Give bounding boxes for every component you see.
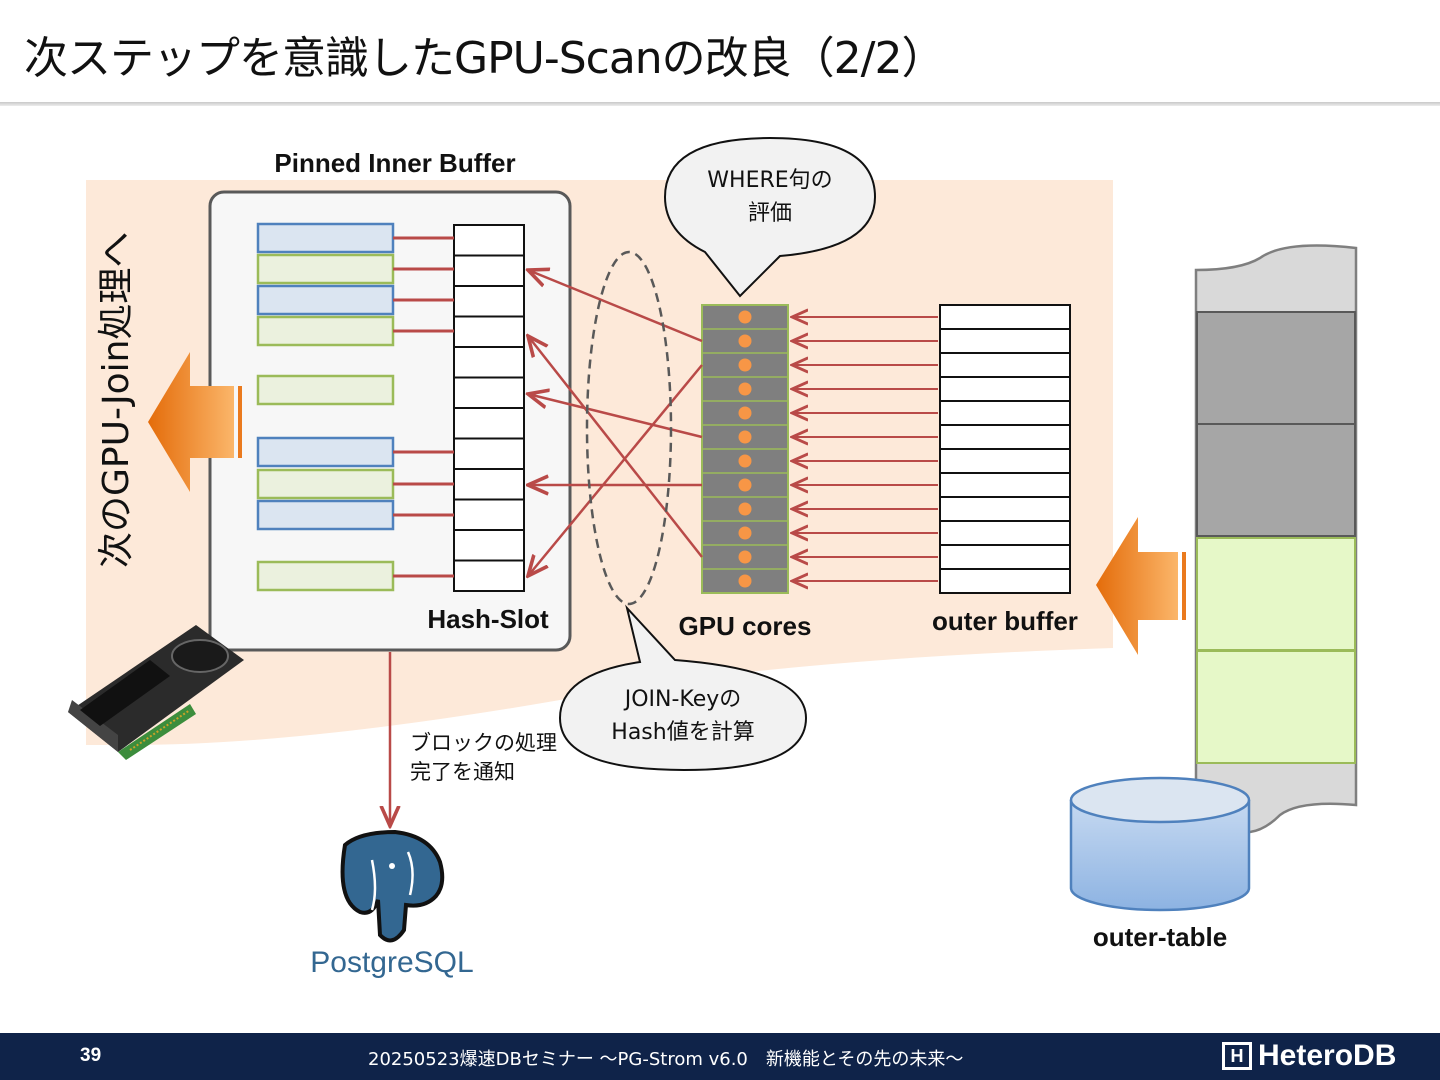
outer-block-green <box>1196 650 1356 764</box>
outer-to-buffer-arrow <box>1096 517 1178 655</box>
inner-buffer-blocks <box>256 222 395 592</box>
inner-block-green <box>256 253 395 285</box>
next-step-arrow <box>148 352 234 492</box>
gpu-cores-label: GPU cores <box>679 611 812 641</box>
slide-title: 次ステップを意識したGPU-Scanの改良（2/2） <box>24 33 945 84</box>
inner-block-blue <box>256 222 395 254</box>
core-to-slot-arrows <box>528 270 703 576</box>
gpu-cores <box>701 304 789 594</box>
callout-where-line2: 評価 <box>748 201 792 226</box>
outer-block-green <box>1196 537 1356 651</box>
hash-slot-label: Hash-Slot <box>427 604 549 634</box>
diagram-canvas: Pinned Inner Buffer Hash-Slot <box>68 136 1358 979</box>
inner-block-green <box>256 560 395 592</box>
inner-block-blue <box>256 499 395 531</box>
inner-block-green <box>256 374 395 406</box>
inner-block-blue <box>256 284 395 316</box>
outer-buffer <box>939 304 1071 594</box>
outer-buffer-label: outer buffer <box>932 606 1078 636</box>
notify-text-line1: ブロックの処理 <box>410 731 557 755</box>
heterodb-mark-icon: H <box>1222 1042 1252 1070</box>
block-slot-links <box>393 236 454 578</box>
postgresql-logo-text: PostgreSQL <box>310 946 473 979</box>
callout-join-key-hash: JOIN-Keyの Hash値を計算 <box>558 604 808 772</box>
outer-block-gray <box>1196 423 1356 537</box>
callout-join-line1: JOIN-Keyの <box>623 687 742 712</box>
callout-join-line2: Hash値を計算 <box>611 720 754 745</box>
inner-block-green <box>256 468 395 500</box>
page-number: 39 <box>80 1045 102 1066</box>
pinned-inner-buffer-label: Pinned Inner Buffer <box>274 148 515 178</box>
inner-block-green <box>256 315 395 347</box>
outer-to-core-arrows <box>792 317 938 581</box>
notify-text-line2: 完了を通知 <box>410 760 515 784</box>
callout-where-line1: WHERE句の <box>707 168 832 193</box>
postgresql-elephant-icon <box>340 829 445 943</box>
inner-block-blue <box>256 436 395 468</box>
outer-table-label: outer-table <box>1093 922 1227 952</box>
database-cylinder-icon <box>1069 776 1251 912</box>
footer-text: 20250523爆速DBセミナー ～PG-Strom v6.0 新機能とその先の… <box>368 1049 964 1070</box>
next-step-label: 次のGPU-Join処理へ <box>96 232 137 568</box>
next-step-arrow-stripes <box>238 386 242 458</box>
outer-block-gray <box>1196 311 1356 425</box>
brand-logo: H HeteroDB <box>1222 1039 1396 1073</box>
hash-slot-column <box>453 224 525 592</box>
footer-bar: 39 20250523爆速DBセミナー ～PG-Strom v6.0 新機能とそ… <box>0 1033 1440 1080</box>
title-divider <box>0 102 1440 106</box>
outer-table-scroll <box>1194 244 1358 834</box>
gpu-card-icon <box>68 625 244 760</box>
hash-computation-ellipse <box>585 250 673 606</box>
brand-name: HeteroDB <box>1258 1039 1397 1072</box>
callout-where-evaluation: WHERE句の 評価 <box>663 136 877 298</box>
